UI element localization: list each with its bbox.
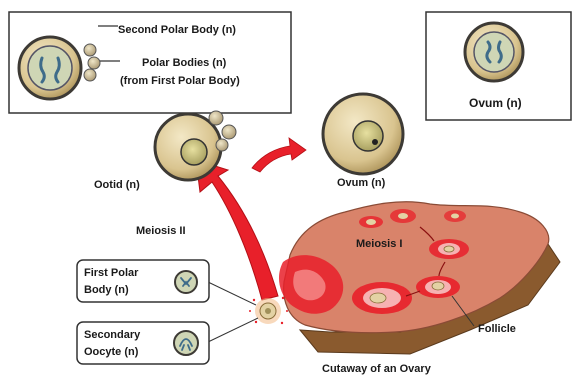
ovum-cell-group: Ovum (n) [323,94,403,189]
ovum-box-nucleus [474,32,514,72]
polar-body-small [84,69,96,81]
follicle [444,210,466,222]
box-ootid-nucleus [28,46,72,90]
label-from-first-polar-body: (from First Polar Body) [120,75,240,87]
label-ovum-box: Ovum (n) [469,96,522,110]
leader-line [208,282,256,305]
label-cutaway: Cutaway of an Ovary [322,363,432,375]
ovary-cutaway [279,202,560,354]
label-meiosis-ii: Meiosis II [136,225,186,237]
ootid-nucleus [181,139,207,165]
polar-body-small [222,125,236,139]
label-second-polar-body: Second Polar Body (n) [118,24,236,36]
label-first-polar-1: First Polar [84,267,139,279]
polar-body-small [216,139,228,151]
polar-bodies-box: Second Polar Body (n) Polar Bodies (n) (… [9,12,291,113]
label-meiosis-i: Meiosis I [356,238,402,250]
follicle [390,209,416,223]
label-polar-bodies: Polar Bodies (n) [142,57,227,69]
follicle [359,216,383,228]
leader-line [208,318,258,342]
polar-body-small [209,111,223,125]
label-secondary-1: Secondary [84,329,141,341]
follicle [429,239,469,259]
first-polar-body-box: First Polar Body (n) [77,260,209,302]
follicle [352,282,412,314]
label-ovum-center: Ovum (n) [337,177,386,189]
follicle [416,276,460,298]
released-oocyte [249,297,288,324]
ovum-box: Ovum (n) [426,12,571,120]
secondary-oocyte-box: Secondary Oocyte (n) [77,322,209,364]
label-secondary-2: Oocyte (n) [84,346,139,358]
label-first-polar-2: Body (n) [84,284,129,296]
curved-arrow-to-ovum [252,138,306,172]
ovum-nucleus [353,121,383,151]
secondary-oocyte-cell-icon [174,331,198,355]
label-ootid: Ootid (n) [94,179,140,191]
nucleolus [372,139,378,145]
polar-body-small [84,44,96,56]
label-follicle: Follicle [478,323,516,335]
polar-body-small [88,57,100,69]
